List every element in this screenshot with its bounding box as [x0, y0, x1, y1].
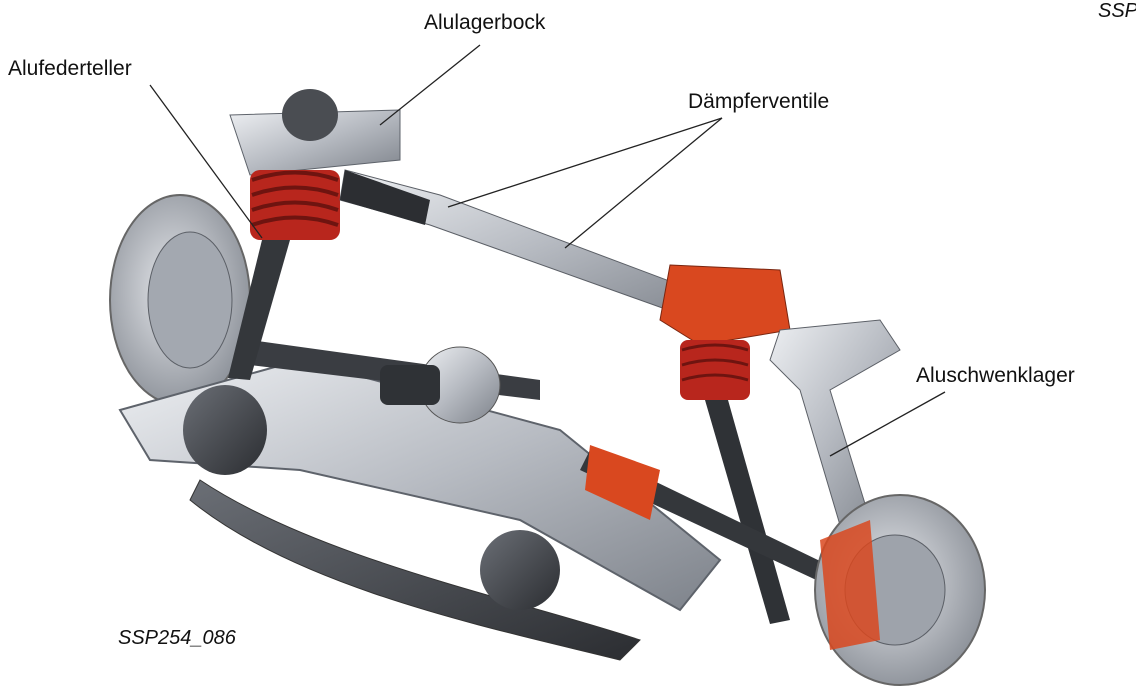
label-alulagerbock: Alulagerbock: [424, 11, 545, 35]
leader-daempferventile-2: [565, 118, 722, 248]
figure-code: SSP254_086: [118, 627, 236, 650]
label-daempferventile: Dämpferventile: [688, 90, 829, 114]
figure-code-cropped: SSP: [1098, 0, 1136, 23]
label-alufederteller: Alufederteller: [8, 57, 132, 81]
leader-daempferventile-1: [448, 118, 722, 207]
upper-link-arm: [230, 89, 400, 175]
leader-alulagerbock: [380, 45, 480, 125]
right-brake-disc: [815, 495, 985, 685]
label-aluschwenklager: Aluschwenklager: [916, 364, 1075, 388]
leader-aluschwenklager: [830, 392, 945, 456]
right-swivel-bearing: [770, 320, 900, 525]
left-brake-disc: [110, 195, 250, 405]
left-coil-spring: [250, 170, 340, 240]
